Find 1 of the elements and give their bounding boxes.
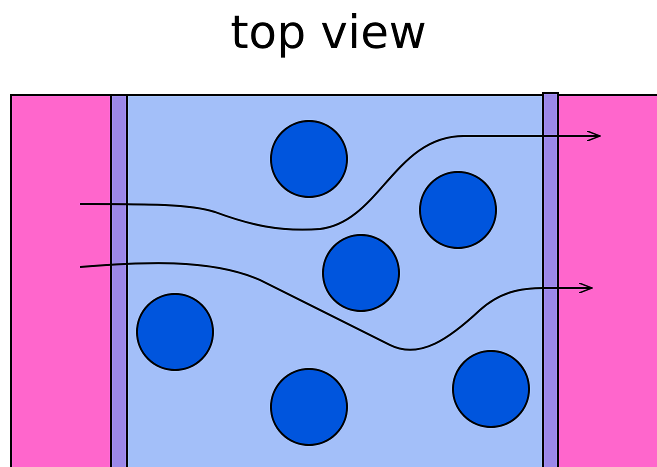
title: top view [230, 4, 426, 61]
